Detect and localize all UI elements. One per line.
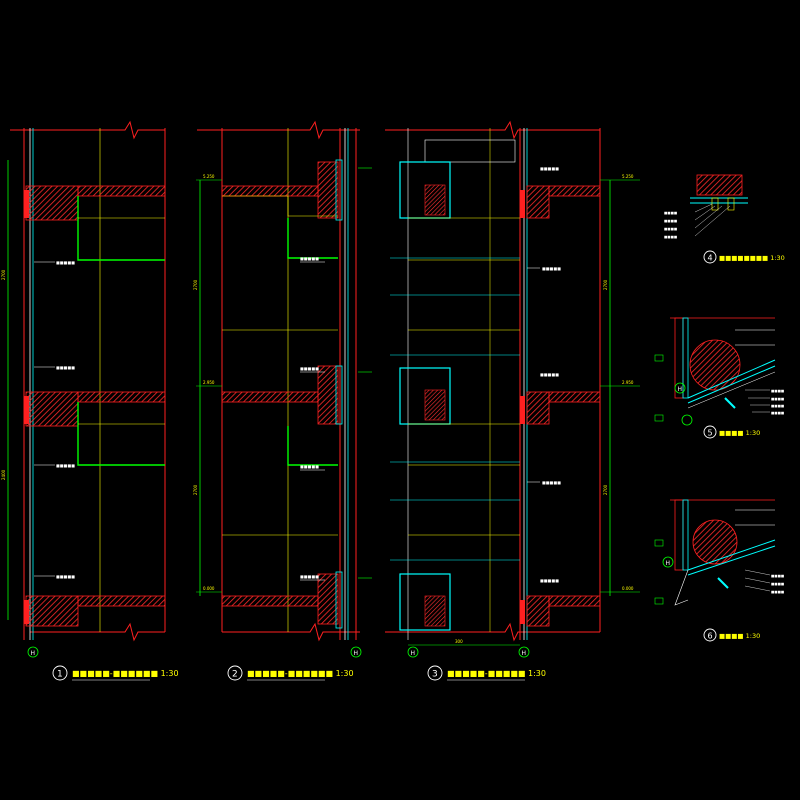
title-1-number: 1 — [57, 670, 63, 680]
svg-text:■■■■■: ■■■■■ — [300, 574, 319, 579]
svg-text:■■■■■: ■■■■■ — [540, 372, 559, 377]
svg-text:■■■■: ■■■■ — [771, 590, 784, 594]
section-1: ■■■■■ ■■■■■ ■■■■■ ■■■■■ 2700 2400 H — [1, 120, 166, 658]
dim-3b: 2700 — [603, 484, 608, 495]
svg-text:■■■■■: ■■■■■ — [56, 463, 75, 468]
svg-text:■■■■■: ■■■■■ — [540, 578, 559, 583]
svg-text:■■■■: ■■■■ — [771, 411, 784, 415]
title-3-text: ■■■■■-■■■■■ 1:30 — [447, 669, 546, 678]
svg-text:■■■■: ■■■■ — [664, 235, 677, 239]
grid-mark-3: H — [411, 650, 416, 657]
title-4-text: ■■■■■■■■ 1:30 — [719, 254, 785, 262]
grid-mark-2: H — [354, 650, 359, 657]
level-2a: 5.250 — [203, 174, 215, 179]
grid-mark-1: H — [31, 650, 36, 657]
svg-text:■■■■: ■■■■ — [771, 582, 784, 586]
grid-mark-5: H — [678, 386, 683, 393]
level-3b: 2.950 — [622, 380, 634, 385]
level-2c: 0.000 — [203, 586, 215, 591]
svg-text:■■■■■: ■■■■■ — [300, 366, 319, 371]
title-3-number: 3 — [432, 670, 438, 680]
title-2-text: ■■■■■-■■■■■■ 1:30 — [247, 669, 354, 678]
level-3c: 0.000 — [622, 586, 634, 591]
svg-text:■■■■■: ■■■■■ — [542, 480, 561, 485]
level-2b: 2.950 — [203, 380, 215, 385]
title-5-number: 5 — [708, 429, 713, 438]
svg-text:■■■■: ■■■■ — [771, 389, 784, 393]
svg-text:■■■■: ■■■■ — [664, 227, 677, 231]
svg-text:■■■■■: ■■■■■ — [56, 365, 75, 370]
title-4-number: 4 — [708, 254, 713, 263]
svg-text:■■■■■: ■■■■■ — [56, 260, 75, 265]
svg-text:■■■■■: ■■■■■ — [300, 464, 319, 469]
detail-6: H ■■■■ ■■■■ ■■■■ — [654, 499, 784, 606]
svg-text:■■■■■: ■■■■■ — [300, 256, 319, 261]
title-6-text: ■■■■ 1:30 — [719, 632, 760, 640]
detail-4: ■■■■ ■■■■ ■■■■ ■■■■ — [664, 174, 748, 239]
svg-text:■■■■: ■■■■ — [664, 219, 677, 223]
dim-3c: 300 — [455, 639, 463, 644]
dim-3a: 2700 — [603, 279, 608, 290]
dim-2a: 2700 — [193, 279, 198, 290]
title-6-number: 6 — [708, 632, 713, 641]
dim-2b: 2700 — [193, 484, 198, 495]
svg-text:■■■■: ■■■■ — [771, 397, 784, 401]
svg-text:■■■■■: ■■■■■ — [540, 166, 559, 171]
level-3a: 5.250 — [622, 174, 634, 179]
svg-text:■■■■■: ■■■■■ — [56, 574, 75, 579]
detail-5: H ■■■■ ■■■■ ■■■■ ■■■■ — [654, 317, 784, 426]
dim-1a: 2700 — [1, 269, 6, 280]
section-3: 5.250 2.950 0.000 2700 2700 300 ■■■■■ ■■… — [385, 120, 640, 658]
dim-1b: 2400 — [1, 469, 6, 480]
svg-text:■■■■: ■■■■ — [771, 574, 784, 578]
section-2: 5.250 2.950 0.000 2700 2700 ■■■■■ ■■■■■ … — [193, 120, 372, 658]
svg-text:■■■■: ■■■■ — [771, 404, 784, 408]
title-1-text: ■■■■■-■■■■■■ 1:30 — [72, 669, 179, 678]
svg-text:■■■■: ■■■■ — [664, 211, 677, 215]
drawing-titles: 1 ■■■■■-■■■■■■ 1:30 2 ■■■■■-■■■■■■ 1:30 … — [52, 250, 785, 681]
title-5-text: ■■■■ 1:30 — [719, 429, 760, 437]
grid-mark-6: H — [666, 560, 671, 567]
svg-text:■■■■■: ■■■■■ — [542, 266, 561, 271]
grid-mark-4: H — [522, 650, 527, 657]
title-2-number: 2 — [232, 670, 238, 680]
